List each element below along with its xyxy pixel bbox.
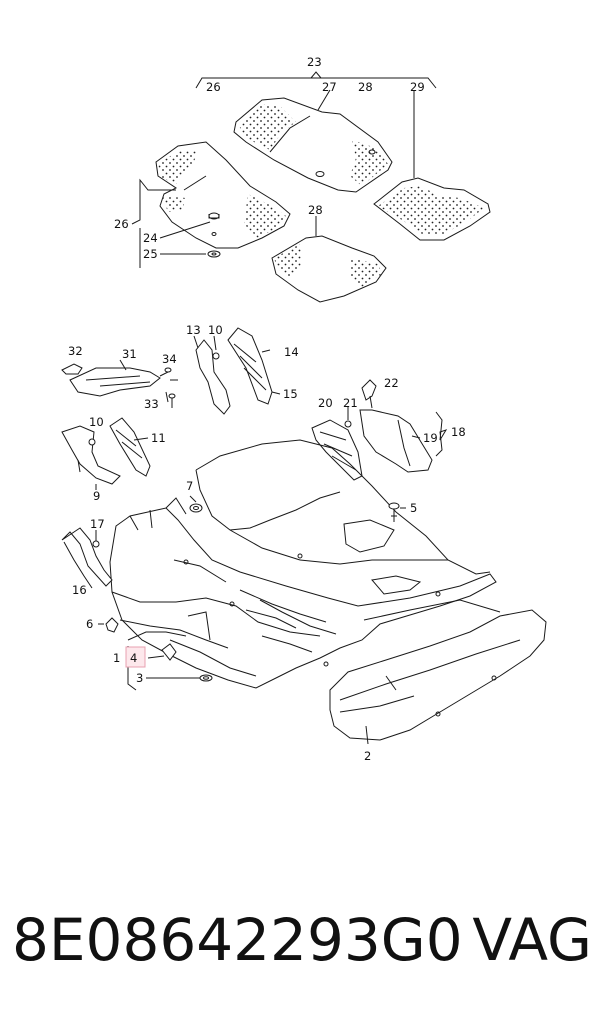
label-10-upper: 10 [208,323,223,337]
label-32: 32 [68,344,83,358]
label-14: 14 [284,345,299,359]
pedal-pad-15 [195,327,281,415]
label-10-lower: 10 [89,415,104,429]
label-21: 21 [343,396,358,410]
label-20: 20 [318,396,333,410]
label-9: 9 [93,489,100,503]
label-17: 17 [90,517,105,531]
label-27: 27 [322,80,337,94]
label-1: 1 [113,651,120,665]
floor-mat-27 [233,97,393,193]
label-28-lower: 28 [308,203,323,217]
highlight-part-4 [125,646,146,668]
label-5: 5 [410,501,417,515]
label-13: 13 [186,323,201,337]
brand-name: VAG [472,906,592,974]
label-4: 4 [130,651,137,665]
label-19: 19 [423,431,438,445]
label-16: 16 [72,583,87,597]
label-22: 22 [384,376,399,390]
parts-diagram: 23 26 27 28 29 26 24 25 28 32 31 34 33 1… [61,55,547,763]
floor-mat-26 [155,141,291,249]
label-15: 15 [283,387,298,401]
label-26-top: 26 [206,80,221,94]
callout-labels: 23 26 27 28 29 26 24 25 28 32 31 34 33 1… [68,55,466,763]
heel-pad-31 [61,359,178,403]
label-6: 6 [86,617,93,631]
label-24: 24 [143,231,158,245]
label-23: 23 [307,55,322,69]
label-3: 3 [136,671,143,685]
label-11: 11 [151,431,166,445]
label-33: 33 [144,397,159,411]
label-2: 2 [364,749,371,763]
floor-mat-28 [271,235,387,303]
rear-carpet-2 [329,599,547,741]
label-7: 7 [186,479,193,493]
label-34: 34 [162,352,177,366]
pedal-pad-11 [61,417,151,490]
label-29: 29 [410,80,425,94]
label-18: 18 [451,425,466,439]
label-28-top: 28 [358,80,373,94]
side-trim-16 [61,527,113,589]
side-trim-18 [311,379,433,481]
floor-mat-29 [373,177,491,241]
label-25: 25 [143,247,158,261]
label-26-side: 26 [114,217,129,231]
caption-bar: 8E08642293G0 VAG [12,895,592,985]
part-number: 8E08642293G0 [12,906,463,974]
label-31: 31 [122,347,137,361]
